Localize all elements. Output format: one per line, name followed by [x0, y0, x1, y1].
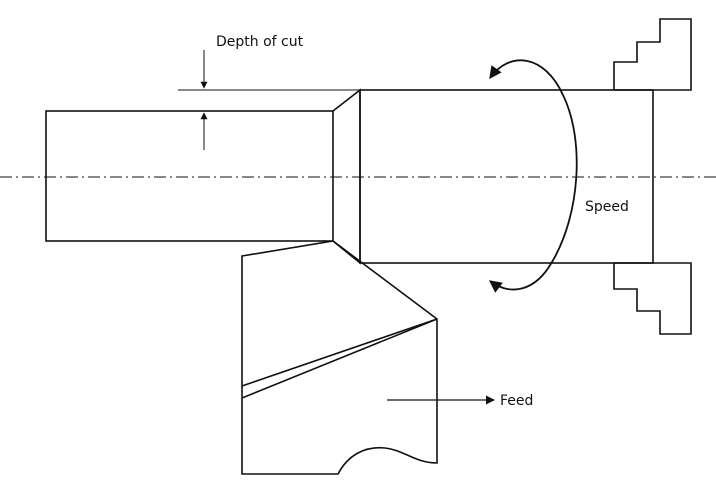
depth-of-cut-label: Depth of cut — [216, 34, 304, 50]
rotation-arrow — [488, 59, 578, 293]
speed-label: Speed — [585, 199, 629, 215]
feed-label: Feed — [500, 393, 533, 409]
chuck-jaw-top — [613, 18, 692, 91]
tool-edge-line-1 — [241, 318, 438, 387]
tool-edge-line-2 — [241, 318, 438, 399]
cutting-tool — [241, 240, 438, 475]
chuck-jaw-bottom — [613, 262, 692, 335]
machined-section — [45, 110, 334, 242]
